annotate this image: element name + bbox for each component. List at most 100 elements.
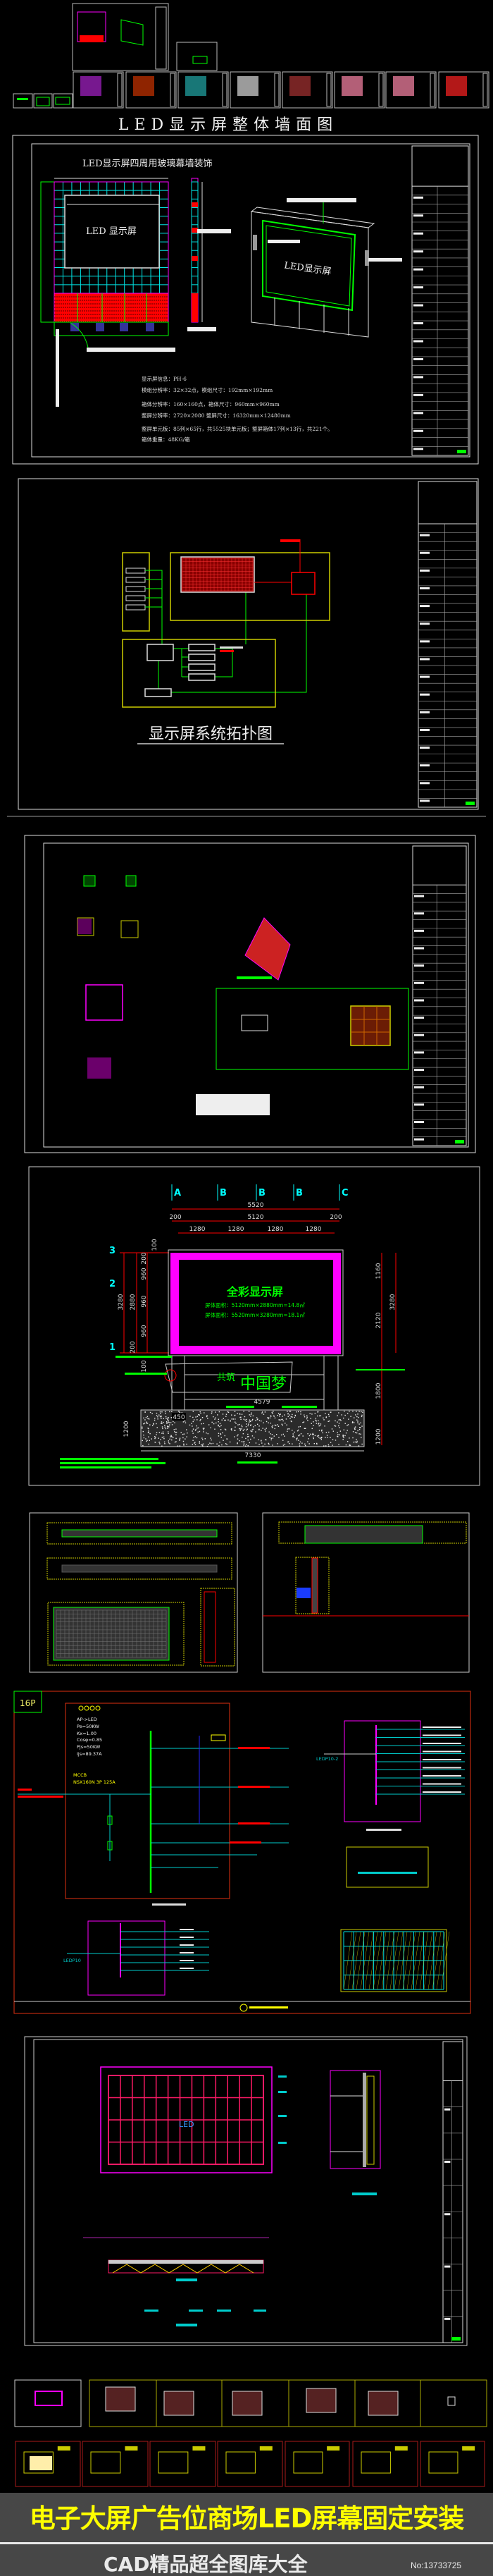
gravel-dot [248, 1435, 249, 1437]
title-block-text [420, 799, 430, 802]
title-block-text [420, 747, 430, 749]
gravel-dot [142, 1445, 144, 1447]
support-structure [165, 1356, 339, 1445]
gravel-dot [199, 1411, 201, 1413]
thumbnail-drawing [35, 2391, 63, 2406]
gravel-dot [175, 1428, 177, 1430]
signal-source-box [122, 552, 150, 632]
dim-right: 1800 [375, 1382, 382, 1399]
gravel-dot [175, 1431, 177, 1433]
gravel-dot [239, 1413, 241, 1415]
gravel-dot [253, 1426, 254, 1428]
gravel-dot [324, 1425, 325, 1427]
gravel-dot [186, 1429, 187, 1430]
gravel-dot [153, 1423, 154, 1424]
title-block-text [444, 2213, 451, 2216]
gravel-dot [156, 1432, 158, 1433]
gravel-dot [325, 1445, 327, 1447]
gravel-dot [311, 1428, 313, 1430]
axis-label-top: B [296, 1188, 303, 1198]
gravel-dot [196, 1425, 197, 1427]
gravel-dot [214, 1418, 216, 1420]
thumb-sheet-main[interactable] [72, 3, 169, 71]
gravel-dot [258, 1420, 261, 1421]
sheet-7-frame [33, 2039, 463, 2343]
gravel-dot [142, 1440, 143, 1442]
gravel-dot [202, 1423, 204, 1425]
gravel-dot [254, 1425, 256, 1427]
gravel-dot [171, 1436, 173, 1437]
gravel-dot [264, 1428, 266, 1430]
dim-label: 5120 [248, 1214, 264, 1221]
sheet-2-topology: 显示屏系统拓扑图 [7, 478, 486, 817]
thumbnail-drawing [105, 2386, 136, 2412]
gravel-dot [239, 1416, 241, 1418]
gravel-dot [168, 1426, 170, 1428]
thumb-tiny-3[interactable] [53, 93, 73, 109]
sheet-4-dimension-elevation: A B B B C 3 2 1 5520 200 5120 200 1280 1… [28, 1166, 480, 1486]
gravel-dot [143, 1423, 144, 1425]
gravel-dot [192, 1440, 194, 1441]
dim-inner: 4579 [254, 1399, 270, 1406]
gravel-dot [279, 1413, 280, 1416]
gravel-dot [203, 1429, 204, 1430]
gravel-dot [323, 1445, 325, 1447]
dim-total: 5520 [248, 1202, 264, 1209]
title-block [411, 145, 469, 456]
gravel-dot [304, 1445, 306, 1447]
gravel-dot [219, 1425, 220, 1428]
gravel-dot [277, 1425, 280, 1427]
gravel-dot [267, 1417, 268, 1418]
gravel-dot [271, 1411, 273, 1413]
thumbnail-drawing [90, 2451, 121, 2474]
gravel-dot [256, 1418, 258, 1421]
callout-bar [87, 348, 175, 352]
gravel-dot [325, 1416, 327, 1418]
gravel-dot [300, 1411, 301, 1413]
gravel-dot [154, 1437, 156, 1440]
hatch-line [398, 1931, 408, 1990]
gravel-dot [161, 1423, 163, 1425]
sheet-1-frame [31, 143, 470, 458]
title-block-text [420, 587, 430, 589]
gravel-dot [306, 1416, 308, 1418]
gravel-dot [249, 1414, 250, 1416]
overview-sheet-thumb [438, 71, 489, 109]
gravel-dot [204, 1438, 206, 1440]
title-block-frame [418, 481, 478, 808]
title-block-text [420, 640, 430, 643]
item-number: No:13733725 [411, 2560, 462, 2570]
thumb-tiny-2[interactable] [33, 93, 53, 109]
title-block-text [413, 232, 423, 235]
dim-left: 100 [151, 1239, 158, 1251]
thumb-sheet-small[interactable] [176, 42, 218, 71]
gravel-dot [217, 1414, 218, 1416]
gravel-dot [209, 1442, 211, 1444]
thumbnail-sheet [149, 2441, 216, 2487]
gravel-dot [199, 1414, 200, 1416]
gravel-dot [313, 1434, 314, 1435]
title-block-text [414, 964, 424, 967]
gravel-dot [182, 1433, 184, 1435]
load-param: AP->LED [77, 1717, 97, 1722]
gravel-dot [244, 1416, 246, 1418]
gravel-dot [237, 1424, 239, 1425]
gravel-dot [258, 1428, 260, 1430]
axis-label-top: A [174, 1188, 181, 1198]
gravel-dot [168, 1442, 170, 1444]
hatch-line [381, 1931, 391, 1990]
overview-thumb-titleblock [274, 73, 280, 107]
hatch-line [406, 1931, 416, 1990]
hatch-line [432, 1931, 442, 1990]
gravel-dot [330, 1411, 332, 1413]
feeder-text [423, 1750, 461, 1753]
thumb-tiny-1[interactable] [13, 93, 33, 109]
gravel-dot [248, 1423, 249, 1425]
gravel-dot [251, 1435, 254, 1437]
sub-panel-box [344, 1720, 421, 1822]
gravel-dot [169, 1443, 170, 1445]
dim-col: 1280 [189, 1226, 206, 1233]
axis-label-left: 2 [109, 1279, 116, 1289]
dim-col: 1280 [306, 1226, 322, 1233]
sheet-6-frame [13, 1691, 471, 2014]
